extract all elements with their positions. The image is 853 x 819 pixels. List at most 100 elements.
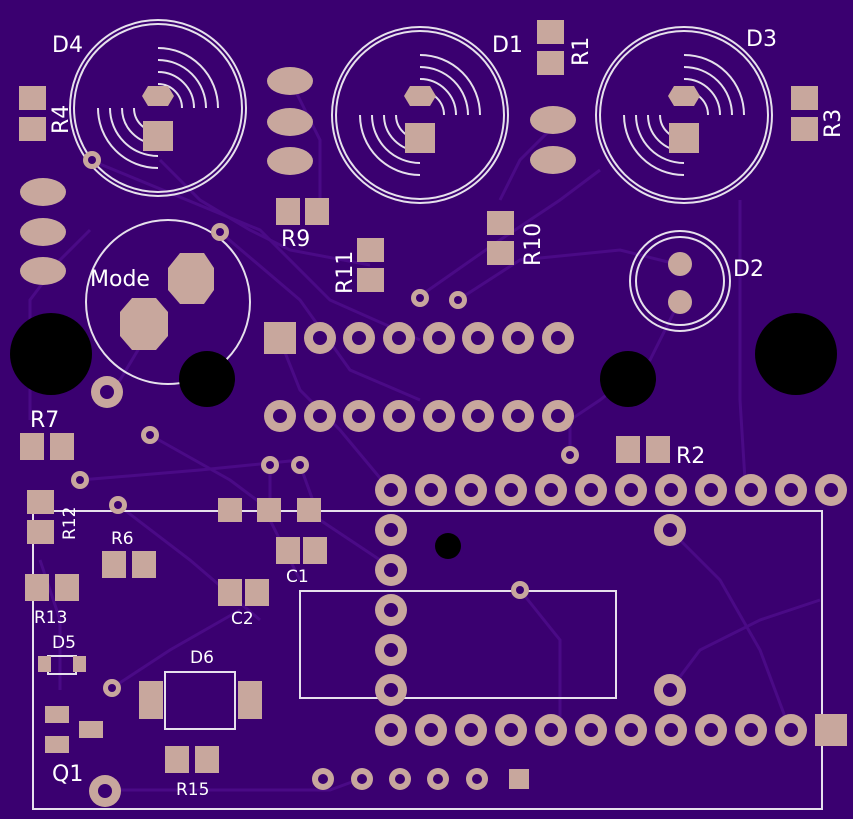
module-left-pin-3-drill	[384, 603, 398, 617]
label-r6: R6	[111, 529, 134, 549]
module-inner-outline	[299, 590, 617, 699]
ic-bottom-pin-1-drill	[273, 409, 287, 423]
d5-pad-2	[73, 656, 86, 672]
mount-hole-right	[755, 313, 837, 395]
module-top-pin-4-drill	[504, 483, 518, 497]
d4-outline-inner	[73, 23, 243, 193]
pot-top-pad-2	[267, 108, 313, 136]
silk-labels-small: R12 R6 R13 C1 C2 D5 D6 R15	[34, 507, 309, 800]
r6-pad-1	[102, 551, 126, 578]
silkscreen	[32, 19, 823, 810]
module-bottom-pin-3-drill	[464, 723, 478, 737]
via-4-drill	[454, 296, 462, 304]
q1-pad-3	[79, 721, 103, 738]
module-top-pin-6-drill	[584, 483, 598, 497]
pads	[19, 20, 847, 789]
d2-pad-k	[668, 290, 692, 314]
ic-top-pin-5-drill	[432, 331, 446, 345]
label-r9: R9	[281, 227, 310, 252]
label-d6: D6	[190, 648, 214, 668]
d3-outline-inner	[599, 30, 769, 200]
reg-pad-2	[257, 498, 281, 522]
d4-outline	[69, 19, 247, 197]
label-d2: D2	[733, 257, 764, 282]
module-bottom-pin-5-drill	[544, 723, 558, 737]
q1-pad-1	[45, 706, 69, 723]
ic-bottom-pin-7-drill	[511, 409, 525, 423]
d6-pad-2	[238, 681, 262, 719]
r6-pad-2	[132, 551, 156, 578]
module-left-pin-5-drill	[384, 683, 398, 697]
ic-top-pin-8-drill	[551, 331, 565, 345]
ic-top-pin-4-drill	[392, 331, 406, 345]
module-top-pin-12-drill	[824, 483, 838, 497]
label-c1: C1	[286, 567, 309, 587]
d2-pad-a	[668, 252, 692, 276]
reg-pad-3	[297, 498, 321, 522]
r15-pad-1	[165, 746, 189, 773]
header-6-pin-5-drill	[433, 774, 443, 784]
r10-pad-2	[487, 241, 514, 265]
d6-pad-1	[139, 681, 163, 719]
pot-left-pad-2	[20, 218, 66, 246]
module-top-pin-7-drill	[624, 483, 638, 497]
module-bottom-pin-10-drill	[744, 723, 758, 737]
d3-pad-k	[669, 123, 699, 153]
d1-pad-k	[405, 123, 435, 153]
label-r12: R12	[60, 507, 80, 540]
pot-left-pad-1	[20, 178, 66, 206]
q1-pad-2	[45, 736, 69, 753]
pot-top-pad-1	[267, 67, 313, 95]
via-8-drill	[266, 461, 274, 469]
conn-pad-2	[530, 146, 576, 174]
module-top-pin-11-drill	[784, 483, 798, 497]
module-bottom-pin-8-drill	[664, 723, 678, 737]
reg-pad-1	[218, 498, 242, 522]
d1-outline-inner	[335, 30, 505, 200]
ic-top-pin-6-drill	[471, 331, 485, 345]
ic-top-pin-3-drill	[352, 331, 366, 345]
r4-pad-2	[19, 117, 46, 141]
ic-bottom-pin-4-drill	[392, 409, 406, 423]
mode-button-outline	[85, 219, 251, 385]
module-bottom-pin-11-drill	[784, 723, 798, 737]
r3-pad-2	[791, 117, 818, 141]
d2-outline-inner	[635, 236, 725, 326]
module-right-pad-2-drill	[663, 683, 677, 697]
mode-pad-2	[120, 298, 168, 350]
label-r11: R11	[333, 251, 358, 294]
r1-pad-1	[537, 20, 564, 44]
module-top-pin-2-drill	[424, 483, 438, 497]
module-bottom-pin-4-drill	[504, 723, 518, 737]
label-mode: Mode	[90, 267, 150, 292]
r2-pad-2	[646, 436, 670, 463]
ic-bottom-pin-5-drill	[432, 409, 446, 423]
ic-pin-1	[264, 322, 296, 354]
r12-pad-1	[27, 490, 54, 514]
silk-labels: D4 D1 D3 D2 R9 R7 R2 Q1 Mode R1 R3 R4 R1…	[30, 27, 846, 787]
r11-pad-1	[357, 238, 384, 262]
pot-top-pad-3	[267, 147, 313, 175]
ic-bottom-pin-3-drill	[352, 409, 366, 423]
d2-outline	[629, 230, 731, 332]
r12-pad-2	[27, 520, 54, 544]
r11-pad-2	[357, 268, 384, 292]
ic-top-pin-2-drill	[313, 331, 327, 345]
via-11-drill	[516, 586, 524, 594]
label-c2: C2	[231, 609, 254, 629]
module-left-pin-1-drill	[384, 523, 398, 537]
via-10-drill	[566, 451, 574, 459]
label-r1: R1	[569, 37, 594, 66]
module-bottom-pin-9-drill	[704, 723, 718, 737]
module-bottom-pin-6-drill	[584, 723, 598, 737]
via-5-drill	[146, 431, 154, 439]
d4-pad-k	[143, 121, 173, 151]
hole-center	[600, 351, 656, 407]
via-1-drill	[88, 156, 96, 164]
ic-bottom-pin-6-drill	[471, 409, 485, 423]
mount-hole-left	[10, 313, 92, 395]
label-r15: R15	[176, 780, 209, 800]
d6-outline	[164, 671, 236, 730]
ic-bottom-pin-2-drill	[313, 409, 327, 423]
